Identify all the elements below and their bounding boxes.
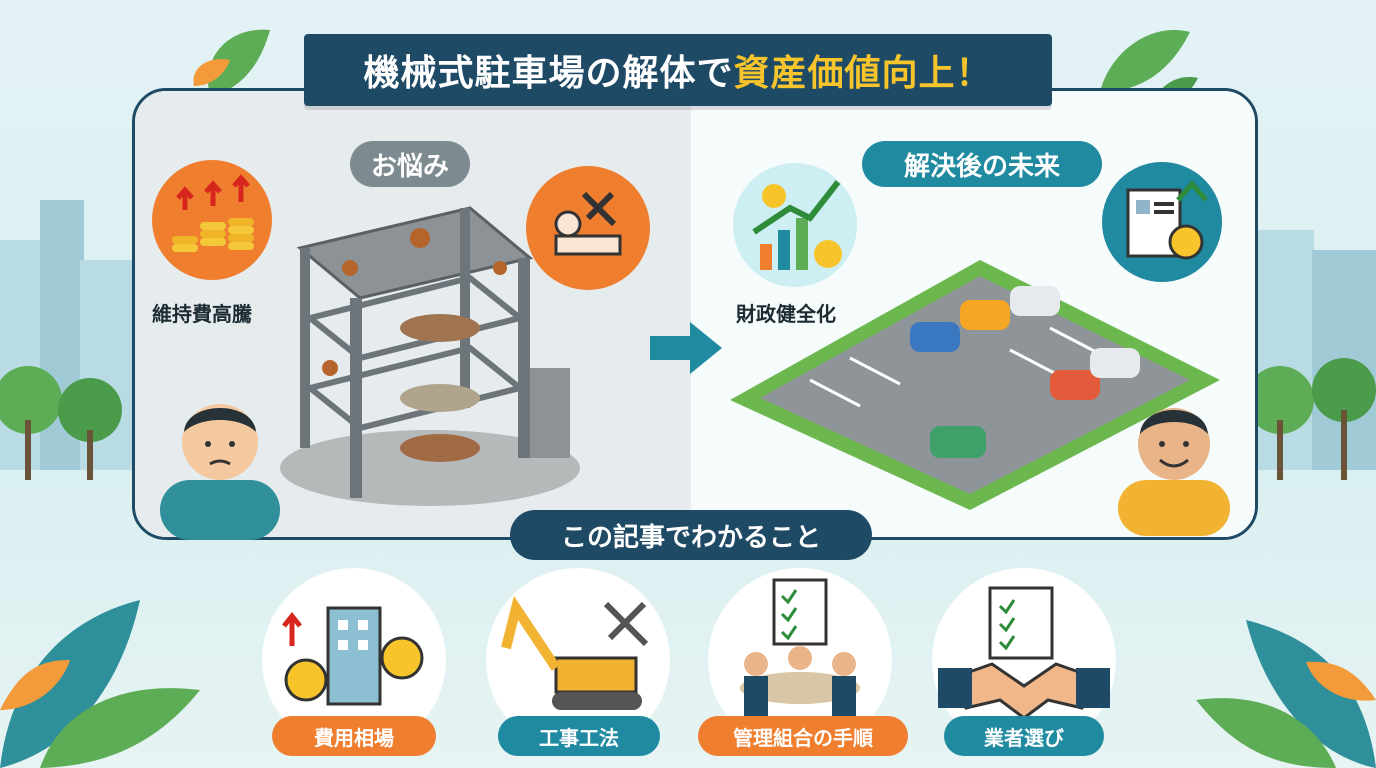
tree-icon [1246,358,1376,480]
page-title: 機械式駐車場の解体で [363,53,734,94]
topic-contractor-label: 業者選び [944,716,1104,756]
rising-cost-coins-icon [152,160,272,280]
finance-growth-chart-icon [733,163,857,287]
excavator-icon [501,595,649,710]
topic-cost-label: 費用相場 [272,716,436,756]
tree-icon [0,366,122,480]
title-banner: 機械式駐車場の解体で 資産価値向上！ [304,34,1052,106]
broken-machine-icon [526,166,650,290]
section-heading: この記事でわかること [510,510,872,560]
meeting-clipboard-icon [740,578,860,716]
issue-label: 維持費高騰 [152,302,252,326]
asset-document-icon [1102,162,1222,282]
leaf-decoration-icon [193,29,270,96]
new-parking-lot-illustration [730,260,1220,510]
topic-procedure-label: 管理組合の手順 [698,716,908,756]
happy-person-illustration [1118,408,1230,536]
benefit-label: 財政健全化 [736,302,836,326]
leaf-decoration-icon [1196,620,1376,768]
rusty-parking-structure-illustration [280,206,580,506]
worried-person-illustration [160,404,280,540]
topic-construction-label: 工事工法 [498,716,660,756]
handshake-icon [938,586,1110,720]
transition-arrow-icon [650,322,722,374]
leaf-decoration-icon [0,600,200,768]
future-heading: 解決後の未来 [862,141,1102,187]
cost-building-coins-icon [282,606,424,706]
page-title-highlight: 資産価値向上！ [733,53,993,94]
worry-heading: お悩み [350,141,470,187]
